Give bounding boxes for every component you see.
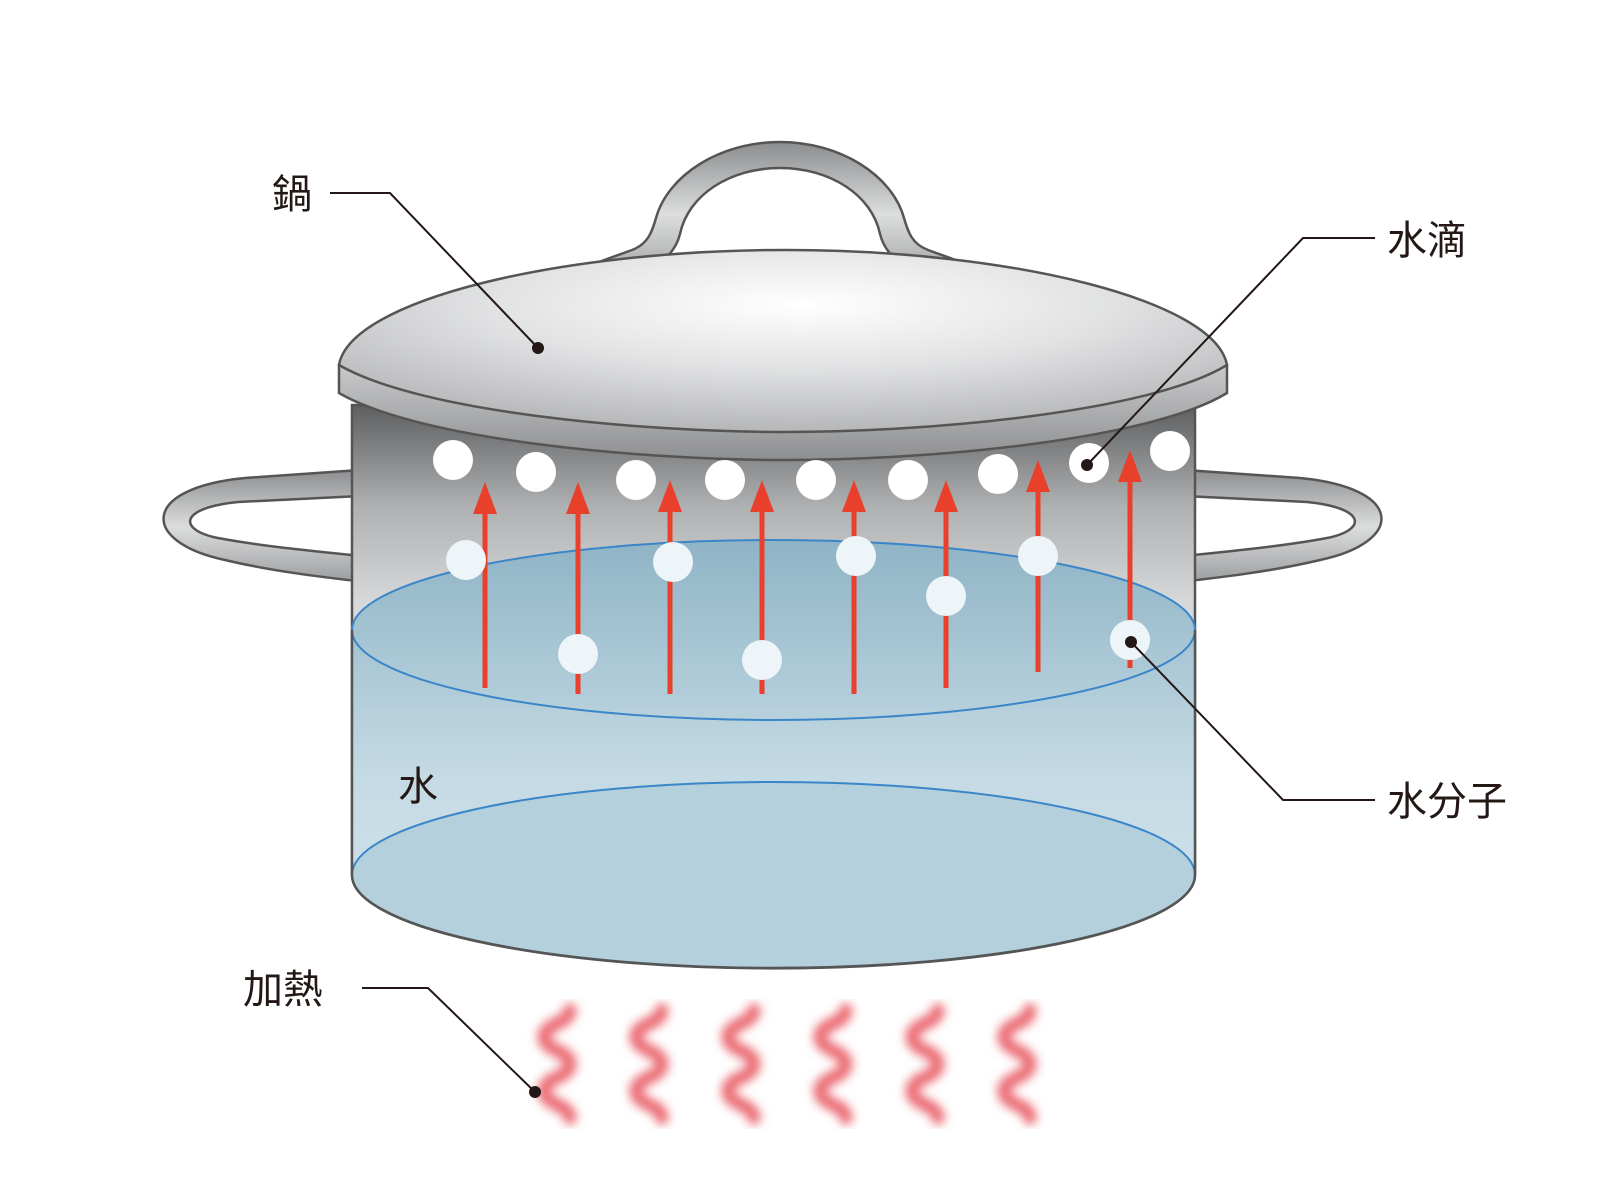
lid-dome: [337, 248, 1229, 434]
heat-wave-1: [537, 1003, 577, 1125]
heat-wave-5: [905, 1003, 945, 1125]
arrow-1: [473, 482, 497, 688]
pot-side-handles: [162, 468, 1383, 586]
droplet-4: [705, 460, 745, 500]
droplet-1: [433, 440, 473, 480]
droplet-5: [796, 460, 836, 500]
leader-droplet-dot: [1081, 459, 1093, 471]
molecule-6: [926, 576, 966, 616]
heat-wave-6: [997, 1003, 1037, 1125]
arrow-7: [1026, 460, 1050, 672]
molecule-5: [836, 536, 876, 576]
droplet-7: [978, 454, 1018, 494]
droplet-2: [516, 452, 556, 492]
leader-heating: [362, 987, 536, 1093]
molecule-1: [446, 540, 486, 580]
molecule-3: [653, 542, 693, 582]
leader-molecule-dot: [1125, 636, 1137, 648]
label-pot: 鍋: [272, 172, 312, 218]
heat-wave-2: [629, 1003, 669, 1125]
pot-lid: [337, 140, 1229, 462]
leader-droplet: [1086, 237, 1375, 466]
label-molecule: 水分子: [1387, 779, 1507, 825]
heat-wave-4: [813, 1003, 853, 1125]
leader-molecule: [1130, 641, 1375, 801]
droplet-9: [1150, 431, 1190, 471]
molecule-7: [1018, 536, 1058, 576]
droplet-6: [888, 460, 928, 500]
heat-wave-3: [721, 1003, 761, 1125]
label-water: 水: [398, 764, 438, 810]
pot-body-outline: [350, 630, 1197, 970]
left-handle: [162, 468, 384, 586]
water: [350, 539, 1197, 970]
leader-pot: [330, 192, 539, 349]
leader-lines: [330, 192, 1375, 1098]
droplet-3: [616, 460, 656, 500]
water-particles: [433, 431, 1190, 680]
pot-bottom-inner: [350, 781, 1197, 969]
evaporation-arrows: [473, 450, 1142, 694]
molecule-4: [742, 640, 782, 680]
label-droplet: 水滴: [1387, 218, 1467, 264]
label-heating: 加熱: [243, 967, 323, 1013]
molecule-2: [558, 634, 598, 674]
leader-pot-dot: [532, 342, 544, 354]
arrow-3: [658, 480, 682, 694]
leader-heating-dot: [529, 1086, 541, 1098]
heat-waves: [537, 1003, 1037, 1125]
